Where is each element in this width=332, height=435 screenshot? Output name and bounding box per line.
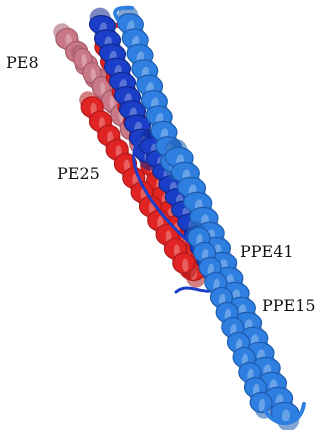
label-pe25: PE25	[57, 166, 100, 182]
label-ppe15: PPE15	[262, 298, 316, 314]
label-pe8: PE8	[6, 55, 39, 71]
ppe15-helix-2	[164, 146, 300, 424]
label-ppe41: PPE41	[240, 244, 294, 260]
chain-ppe15	[115, 8, 304, 424]
